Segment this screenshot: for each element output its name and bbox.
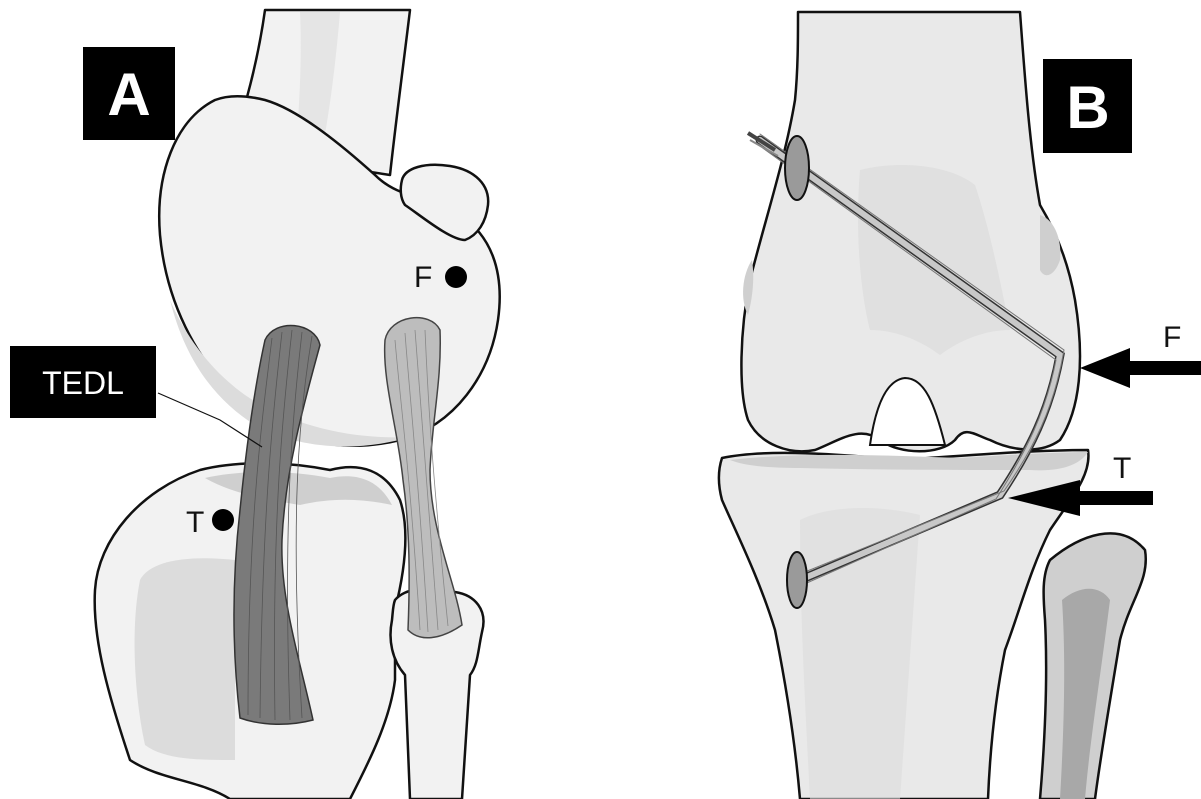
- tibial-point-a: [212, 509, 234, 531]
- tibial-arrow-label-b: T: [1113, 452, 1131, 485]
- femoral-arrow-b: [1080, 348, 1201, 388]
- panel-b-label: B: [1066, 74, 1109, 141]
- femoral-point-label-a: F: [414, 261, 432, 294]
- tedl-label: TEDL: [42, 365, 124, 401]
- panel-a-label: A: [107, 61, 150, 128]
- tibia-a-shade: [135, 558, 235, 760]
- panel-a: F T A TEDL: [10, 10, 500, 799]
- tibial-point-label-a: T: [186, 506, 204, 539]
- femoral-point-a: [445, 266, 467, 288]
- femoral-arrow-label-b: F: [1163, 321, 1181, 354]
- femur-b-side-bump: [1040, 215, 1060, 275]
- panel-b: F T B: [719, 12, 1201, 799]
- tibial-anchor-b: [787, 552, 807, 608]
